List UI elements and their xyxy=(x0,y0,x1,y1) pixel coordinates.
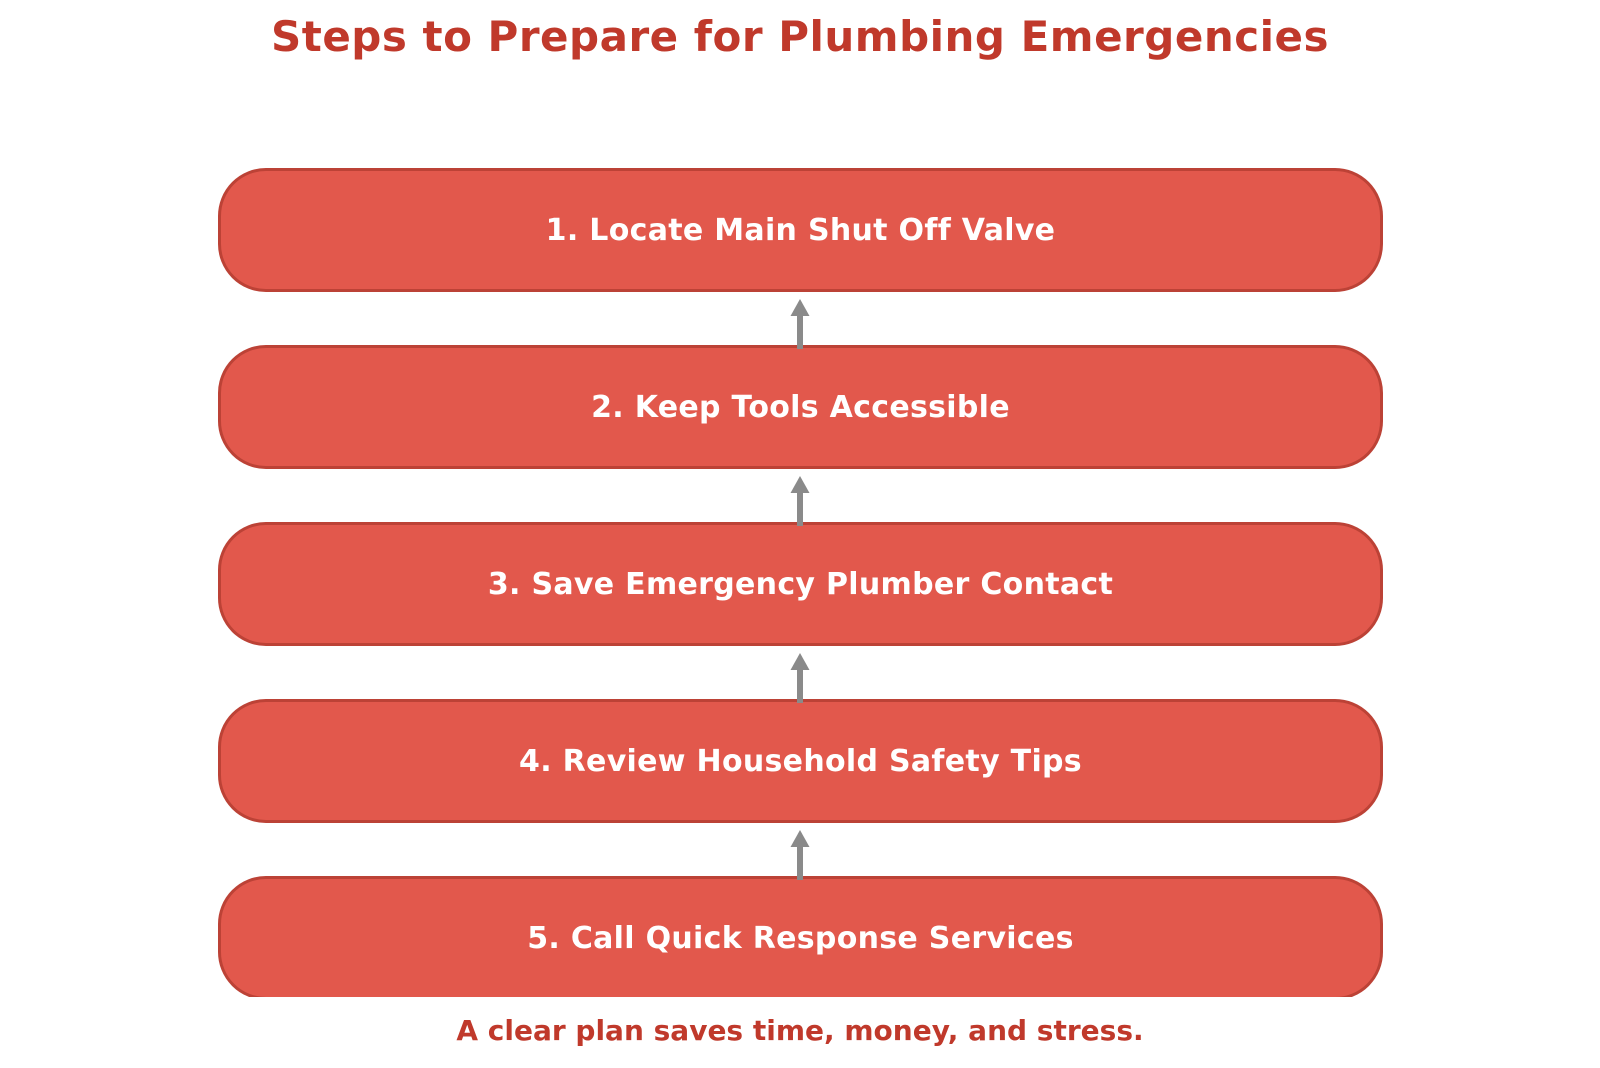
up-arrow-icon xyxy=(790,830,810,880)
page-title: Steps to Prepare for Plumbing Emergencie… xyxy=(271,12,1329,61)
step-1-label: 1. Locate Main Shut Off Valve xyxy=(545,212,1056,248)
step-4-label: 4. Review Household Safety Tips xyxy=(519,743,1082,779)
footer-caption: A clear plan saves time, money, and stre… xyxy=(456,1014,1144,1047)
step-4-box: 4. Review Household Safety Tips xyxy=(218,699,1383,823)
step-2-label: 2. Keep Tools Accessible xyxy=(591,389,1010,425)
up-arrow-icon xyxy=(790,476,810,526)
step-3-label: 3. Save Emergency Plumber Contact xyxy=(487,566,1114,602)
step-1-box: 1. Locate Main Shut Off Valve xyxy=(218,168,1383,292)
step-5-label: 5. Call Quick Response Services xyxy=(527,920,1074,956)
step-2-box: 2. Keep Tools Accessible xyxy=(218,345,1383,469)
step-5-clip-wrapper: 5. Call Quick Response Services xyxy=(218,876,1383,997)
up-arrow-icon xyxy=(790,653,810,703)
up-arrow-icon xyxy=(790,299,810,349)
step-5-box: 5. Call Quick Response Services xyxy=(218,876,1383,997)
step-3-box: 3. Save Emergency Plumber Contact xyxy=(218,522,1383,646)
